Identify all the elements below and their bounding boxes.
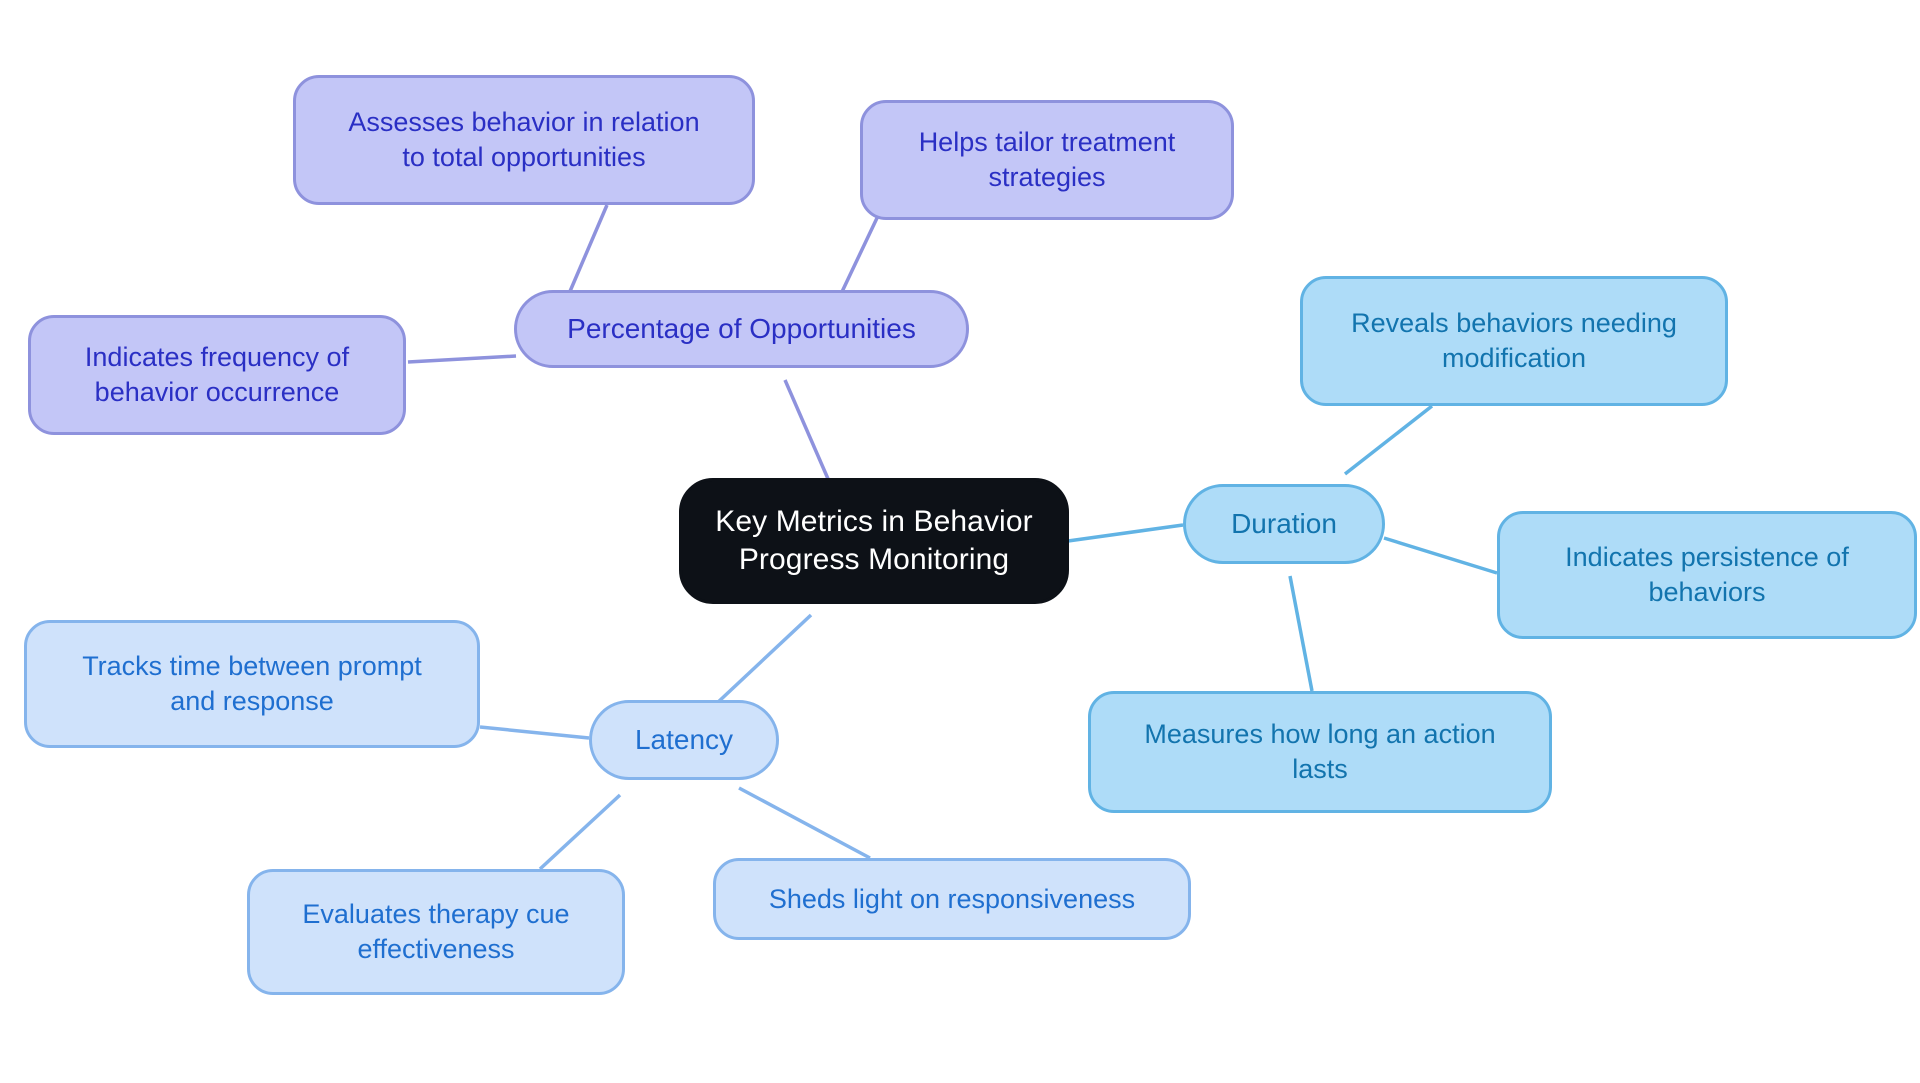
edge-percentage-to-assesses: [566, 204, 609, 297]
leaf-node-evaluates-therapy-cue[interactable]: Evaluates therapy cue effectiveness: [247, 869, 625, 995]
edge-root-to-duration: [1067, 523, 1184, 543]
leaf-node-assesses-behavior[interactable]: Assesses behavior in relation to total o…: [293, 75, 755, 205]
branch-node-percentage-of-opportunities[interactable]: Percentage of Opportunities: [514, 290, 969, 368]
leaf-node-indicates-frequency[interactable]: Indicates frequency of behavior occurren…: [28, 315, 406, 435]
leaf-node-measures-how-long[interactable]: Measures how long an action lasts: [1088, 691, 1552, 813]
leaf-node-tracks-time[interactable]: Tracks time between prompt and response: [24, 620, 480, 748]
edge-percentage-to-frequency: [407, 354, 517, 364]
leaf-node-reveals-behaviors[interactable]: Reveals behaviors needing modification: [1300, 276, 1728, 406]
edge-latency-to-evaluates: [538, 793, 622, 871]
leaf-node-indicates-persistence[interactable]: Indicates persistence of behaviors: [1497, 511, 1917, 639]
root-node[interactable]: Key Metrics in Behavior Progress Monitor…: [679, 478, 1069, 604]
leaf-node-helps-tailor-treatment[interactable]: Helps tailor treatment strategies: [860, 100, 1234, 220]
edge-latency-to-sheds: [738, 786, 871, 860]
branch-node-duration[interactable]: Duration: [1183, 484, 1385, 564]
edge-root-to-percentage: [783, 379, 834, 489]
edge-latency-to-tracks: [479, 725, 590, 740]
edge-duration-to-measures: [1288, 575, 1314, 692]
leaf-node-sheds-light[interactable]: Sheds light on responsiveness: [713, 858, 1191, 940]
edge-percentage-to-tailor: [838, 217, 879, 297]
branch-node-latency[interactable]: Latency: [589, 700, 779, 780]
edge-duration-to-reveals: [1343, 404, 1434, 476]
edge-duration-to-persistence: [1383, 536, 1498, 575]
